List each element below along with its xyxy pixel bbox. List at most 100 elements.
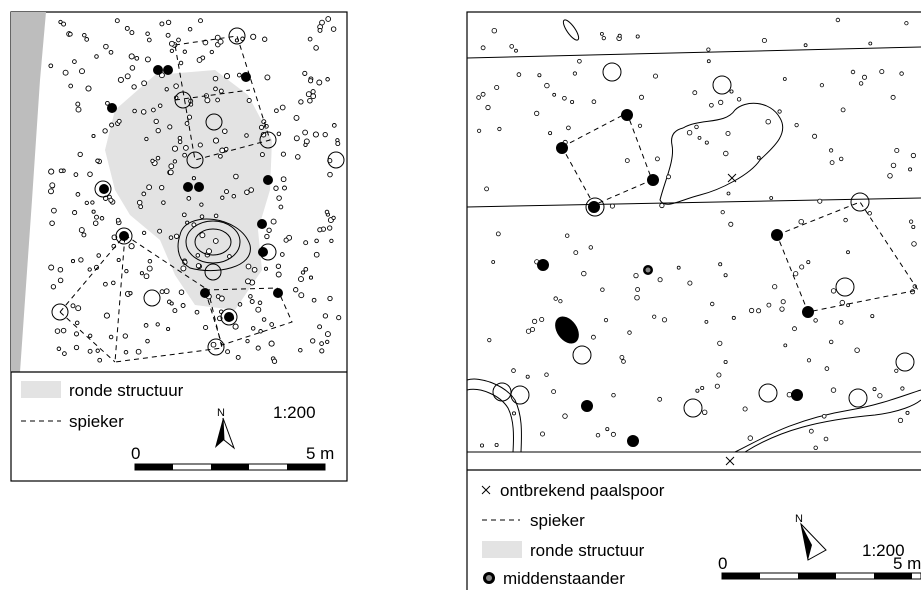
post-hole: [799, 264, 805, 270]
post-hole-filled: [153, 65, 163, 75]
post-hole: [136, 199, 143, 206]
left-plan: ronde structuur spieker 1:200 N 0 5 m: [10, 11, 348, 482]
post-hole: [91, 209, 96, 214]
post-hole: [157, 228, 163, 234]
left-scale-start: 0: [131, 444, 140, 463]
post-hole: [62, 69, 69, 76]
post-hole-ring: [683, 398, 703, 418]
post-hole: [143, 323, 149, 328]
post-hole: [603, 317, 609, 323]
post-hole: [600, 287, 605, 292]
post-hole: [298, 99, 304, 105]
post-hole: [271, 358, 278, 364]
post-hole: [171, 145, 179, 152]
post-hole: [716, 372, 722, 378]
post-hole: [177, 139, 183, 145]
post-hole: [307, 97, 313, 104]
post-hole: [747, 435, 753, 441]
post-hole-ring: [602, 62, 622, 82]
post-hole: [151, 107, 156, 113]
post-hole: [497, 126, 502, 132]
post-hole: [551, 389, 556, 395]
post-hole: [717, 340, 723, 346]
post-hole: [794, 123, 799, 128]
post-hole: [138, 204, 144, 210]
post-hole: [325, 339, 330, 345]
post-hole: [75, 101, 81, 107]
post-hole: [48, 188, 54, 195]
post-hole: [653, 73, 659, 79]
post-hole-ring: [115, 227, 133, 245]
post-hole: [258, 124, 265, 130]
post-hole: [159, 289, 165, 295]
post-hole: [146, 265, 153, 272]
post-hole-filled: [107, 103, 117, 113]
post-hole: [260, 131, 267, 138]
left-granary-outlines: [59, 35, 293, 363]
post-hole: [167, 124, 173, 130]
post-hole: [635, 34, 640, 39]
post-hole: [218, 153, 223, 159]
post-hole: [195, 263, 202, 269]
post-hole: [830, 387, 837, 393]
post-hole: [264, 74, 271, 81]
post-hole-filled: [163, 65, 173, 75]
post-hole: [621, 359, 626, 364]
post-hole: [319, 341, 324, 346]
post-hole: [718, 262, 723, 267]
post-hole: [772, 284, 778, 290]
post-hole: [336, 315, 342, 321]
post-hole: [224, 189, 229, 195]
post-hole: [215, 294, 221, 299]
post-hole: [128, 53, 135, 60]
post-hole: [215, 97, 220, 103]
post-hole: [723, 150, 729, 157]
right-scale-start: 0: [718, 554, 727, 573]
post-hole: [676, 265, 681, 270]
post-hole: [303, 240, 309, 246]
post-hole: [476, 95, 481, 100]
post-hole: [165, 19, 172, 26]
post-hole: [756, 308, 762, 314]
post-hole: [198, 18, 203, 24]
post-hole: [109, 122, 115, 128]
right-legend-swatch-missing-post-icon: [481, 485, 491, 495]
right-scale-bar: [721, 572, 921, 580]
post-hole: [161, 200, 166, 205]
post-hole: [659, 202, 665, 209]
post-hole: [661, 317, 668, 323]
post-hole: [92, 220, 99, 226]
post-hole: [829, 160, 835, 166]
post-hole: [251, 266, 258, 273]
post-hole: [114, 18, 120, 24]
right-trench-lines: [466, 46, 921, 453]
post-hole: [544, 372, 549, 377]
post-hole: [48, 168, 55, 175]
post-hole: [310, 89, 316, 95]
post-hole-ring: [205, 113, 223, 131]
post-hole: [330, 26, 337, 32]
left-scale-ratio: 1:200: [273, 403, 316, 422]
post-hole: [843, 217, 848, 223]
post-hole: [624, 158, 630, 164]
post-hole: [97, 357, 103, 363]
post-hole: [91, 133, 96, 139]
post-hole: [279, 252, 285, 257]
post-hole-ring: [895, 352, 915, 372]
post-hole: [726, 191, 731, 196]
post-hole: [302, 70, 308, 76]
right-scale-ratio: 1:200: [862, 541, 905, 560]
post-hole: [480, 45, 486, 51]
post-hole: [116, 118, 122, 124]
post-hole-ring: [585, 197, 605, 217]
post-hole: [144, 56, 151, 63]
post-hole: [233, 173, 239, 180]
post-hole: [324, 209, 330, 215]
right-plan-frame: [466, 11, 921, 590]
post-hole: [830, 288, 837, 294]
post-hole: [186, 196, 192, 201]
left-legend-label-round-structure: ronde structuur: [69, 381, 184, 400]
post-hole: [257, 300, 263, 306]
post-hole: [278, 204, 284, 210]
post-hole: [525, 374, 530, 379]
